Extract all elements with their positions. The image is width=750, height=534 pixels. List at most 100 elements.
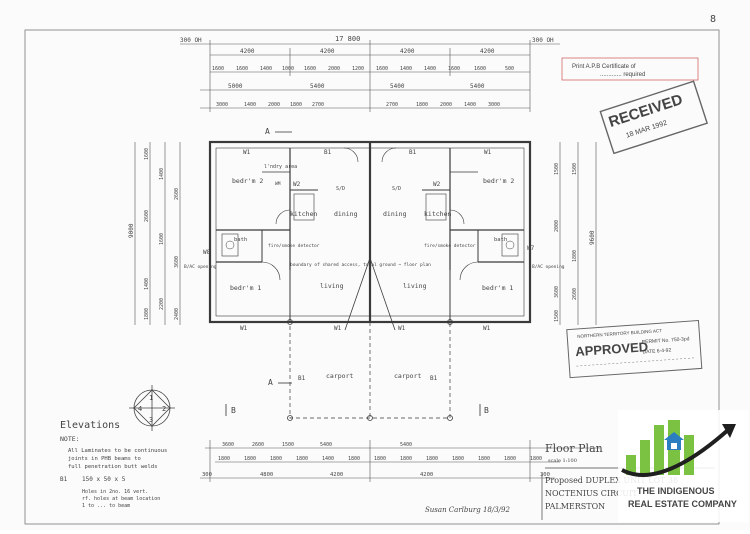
svg-text:3000: 3000 [216, 102, 228, 108]
top-dim-row3: 5000 5400 5400 5400 [228, 83, 485, 90]
svg-text:1800: 1800 [572, 250, 578, 262]
floor-plan-scale: scale 1:100 [548, 458, 577, 464]
svg-text:rf. holes at beam location: rf. holes at beam location [82, 496, 160, 502]
svg-text:5400: 5400 [310, 83, 325, 90]
svg-text:2600: 2600 [174, 188, 180, 200]
window-tags: W1 W1 B1 B1 W2 W2 W8 W7 W1 W1 W1 W1 B1 B… [203, 149, 535, 382]
room-bath-right: bath [494, 237, 507, 243]
room-dining-right: dining [383, 210, 407, 218]
svg-text:1800: 1800 [218, 456, 230, 462]
room-carport-right: carport [394, 372, 421, 380]
svg-text:1: 1 [149, 394, 153, 402]
room-dining-left: dining [334, 210, 358, 218]
svg-text:5400: 5400 [470, 83, 485, 90]
top-dim-row4: 3000 1400 2000 1800 2700 2700 1800 2000 … [216, 102, 500, 108]
svg-text:4200: 4200 [330, 472, 343, 478]
plan-annotations: B/AC opening B/AC opening fire/smoke det… [184, 243, 565, 270]
svg-text:Holes in 2no. 16 vert.: Holes in 2no. 16 vert. [82, 489, 148, 495]
top-dimensions [180, 40, 560, 112]
svg-text:1800: 1800 [426, 456, 438, 462]
svg-text:2: 2 [162, 405, 166, 413]
svg-text:5400: 5400 [320, 442, 332, 448]
room-laundry: l'ndry area [264, 164, 297, 170]
house-icon [664, 432, 684, 450]
svg-text:300: 300 [540, 472, 550, 478]
note-title: NOTE: [60, 435, 80, 443]
svg-text:DATE 6-4-92: DATE 6-4-92 [642, 347, 671, 355]
svg-text:9600: 9600 [589, 230, 596, 245]
svg-text:1400: 1400 [424, 66, 436, 72]
svg-text:All Laminates to be continuous: All Laminates to be continuous [68, 448, 167, 454]
svg-text:3600: 3600 [222, 442, 234, 448]
svg-text:2000: 2000 [440, 102, 452, 108]
svg-text:W1: W1 [398, 325, 406, 332]
svg-text:2200: 2200 [159, 298, 165, 310]
logo-line1: THE INDIGENOUS [637, 486, 715, 496]
section-marks: A A B B [225, 127, 489, 416]
svg-text:2600: 2600 [572, 288, 578, 300]
swoosh-arrow-icon [621, 428, 730, 477]
top-dim-row1: 4200 4200 4200 4200 [240, 48, 495, 55]
svg-text:1400: 1400 [244, 102, 256, 108]
svg-text:W1: W1 [334, 325, 342, 332]
svg-text:1800: 1800 [270, 456, 282, 462]
svg-text:full penetration butt welds: full penetration butt welds [68, 464, 157, 470]
svg-text:1600: 1600 [159, 233, 165, 245]
certificate-stamp: Print A.P.B Certificate of .............… [561, 57, 699, 81]
approved-stamp: NORTHERN TERRITORY BUILDING ACT APPROVED… [566, 319, 703, 379]
page-number: 8 [710, 14, 716, 25]
elevation-compass [129, 385, 175, 431]
notes-block: Elevations NOTE: All Laminates to be con… [60, 420, 167, 509]
svg-text:PERMIT No. 750-3pd: PERMIT No. 750-3pd [642, 336, 690, 345]
svg-text:1500: 1500 [282, 442, 294, 448]
overall-width-dim: 17 800 [335, 35, 360, 43]
svg-text:fire/smoke detector: fire/smoke detector [268, 243, 320, 249]
sheet-frame [24, 29, 720, 525]
svg-text:B/AC opening: B/AC opening [184, 264, 217, 270]
svg-text:2000: 2000 [268, 102, 280, 108]
top-dim-row2: 1600 1600 1400 1000 1600 2000 1200 1600 … [212, 66, 514, 72]
svg-text:4200: 4200 [320, 48, 335, 55]
svg-text:W2: W2 [293, 181, 301, 188]
svg-text:joints in PHB beams to: joints in PHB beams to [68, 456, 141, 462]
room-living-left: living [320, 282, 344, 290]
svg-text:1800: 1800 [348, 456, 360, 462]
received-stamp: RECEIVED 18 MAR 1992 [599, 80, 709, 155]
svg-text:1500: 1500 [554, 163, 560, 175]
room-bath-left: bath [234, 237, 247, 243]
svg-text:1800: 1800 [416, 102, 428, 108]
svg-text:1500: 1500 [554, 310, 560, 322]
svg-text:300: 300 [202, 472, 212, 478]
svg-text:1800: 1800 [296, 456, 308, 462]
svg-text:1800: 1800 [452, 456, 464, 462]
svg-text:1400: 1400 [322, 456, 334, 462]
svg-text:2700: 2700 [312, 102, 324, 108]
left-dim-labels: 1600 1400 2600 2600 1600 3600 1400 2200 … [128, 148, 180, 320]
eave-left-dim: 300 OH [180, 37, 202, 44]
svg-text:1800: 1800 [478, 456, 490, 462]
svg-text:9000: 9000 [128, 223, 135, 238]
svg-text:APPROVED: APPROVED [575, 339, 649, 359]
room-bedroom2-right: bedr'm 2 [483, 177, 514, 185]
svg-text:WM: WM [275, 181, 281, 187]
section-a-top: A [265, 127, 270, 136]
svg-text:1400: 1400 [159, 168, 165, 180]
bottom-dim-row3: 300 4800 4200 4200 300 [202, 472, 550, 478]
svg-text:1400: 1400 [260, 66, 272, 72]
room-bedroom1-left: bedr'm 1 [230, 284, 261, 292]
room-bedroom1-right: bedr'm 1 [482, 284, 513, 292]
section-b-right: B [484, 406, 489, 415]
bottom-dimensions [200, 440, 600, 482]
svg-text:1600: 1600 [376, 66, 388, 72]
svg-text:1600: 1600 [474, 66, 486, 72]
room-labels: bedr'm 2 bedr'm 2 bedr'm 1 bedr'm 1 l'nd… [230, 164, 514, 380]
svg-text:1 to ... to beam: 1 to ... to beam [82, 503, 130, 509]
svg-text:W8: W8 [203, 249, 211, 256]
svg-text:500: 500 [505, 66, 514, 72]
svg-text:W1: W1 [240, 325, 248, 332]
svg-text:3: 3 [149, 416, 153, 424]
arrow-head-icon [722, 424, 736, 438]
svg-text:W2: W2 [433, 181, 441, 188]
svg-text:1600: 1600 [448, 66, 460, 72]
